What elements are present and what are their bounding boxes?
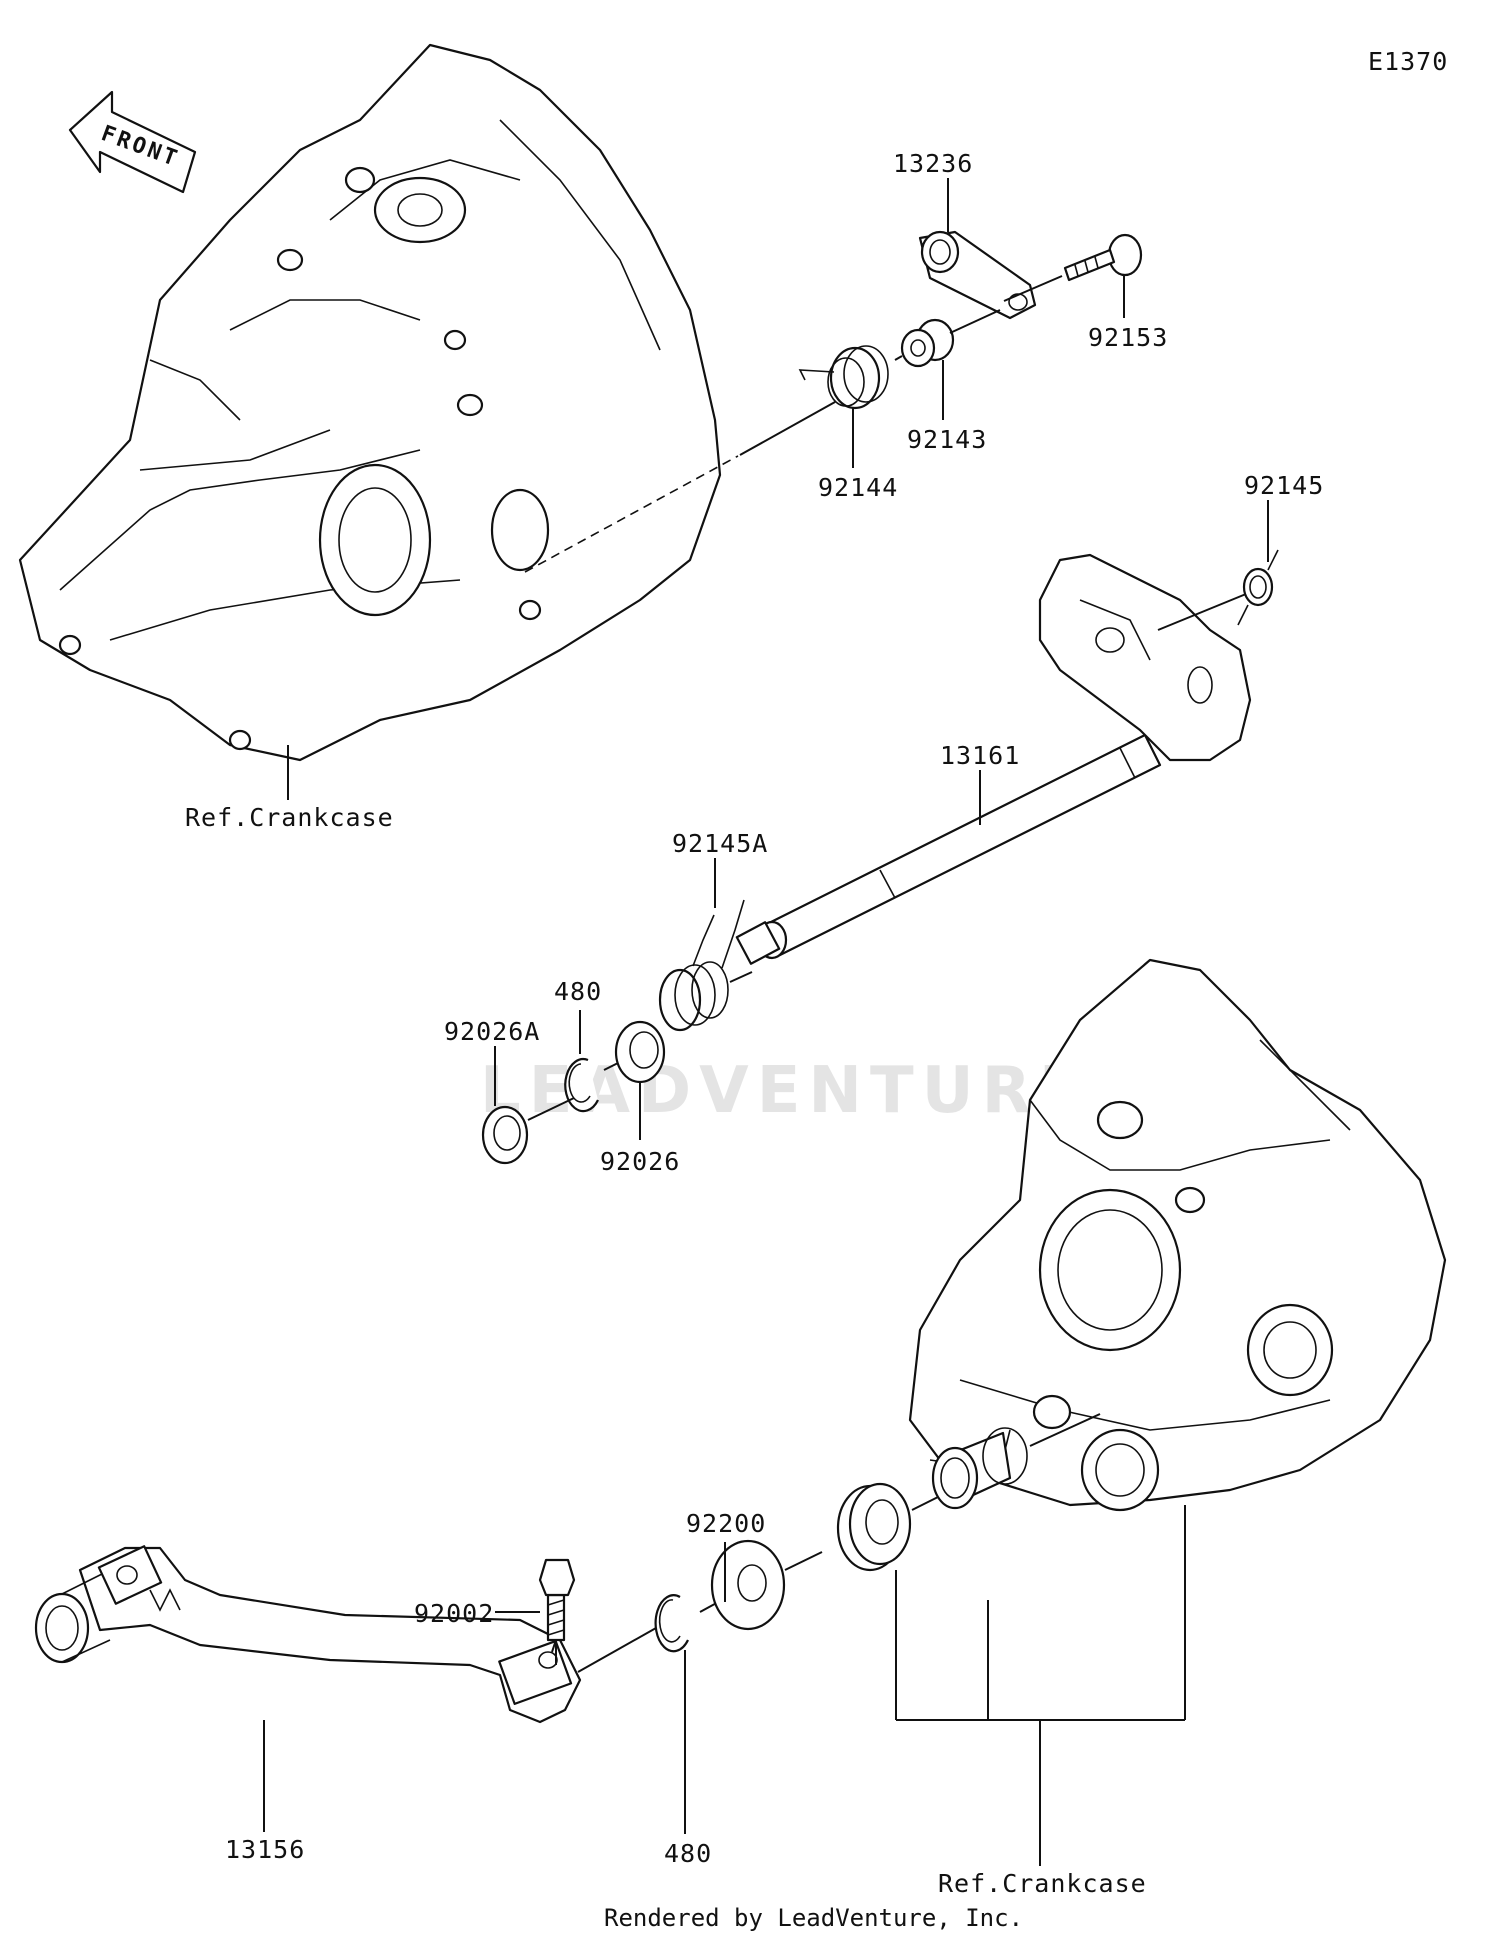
front-direction-arrow: FRONT <box>68 90 197 194</box>
label-92200: 92200 <box>686 1509 766 1538</box>
label-92002: 92002 <box>414 1599 494 1628</box>
label-13236: 13236 <box>893 149 973 178</box>
label-92153: 92153 <box>1088 323 1168 352</box>
shaft-axis <box>524 455 739 573</box>
label-480-upper: 480 <box>554 977 602 1006</box>
footer-credit: Rendered by LeadVenture, Inc. <box>604 1904 1023 1932</box>
label-ref-crankcase-upper: Ref.Crankcase <box>185 803 394 832</box>
part-labels: 13236 92153 92143 92144 92145 13161 9214… <box>185 149 1324 1898</box>
shift-shaft-13161 <box>735 553 1252 965</box>
parts-bottom <box>34 1413 1101 1724</box>
label-92143: 92143 <box>907 425 987 454</box>
crankcase-left-drawing <box>18 43 739 762</box>
parts-upper <box>739 230 1143 456</box>
crankcase-right-drawing <box>908 958 1447 1512</box>
leader-lines <box>263 178 1269 1866</box>
label-13156: 13156 <box>225 1835 305 1864</box>
parts-middle-left <box>481 899 753 1165</box>
label-92145A: 92145A <box>672 829 768 858</box>
diagram-code: E1370 <box>1368 47 1448 76</box>
label-92026: 92026 <box>600 1147 680 1176</box>
label-92144: 92144 <box>818 473 898 502</box>
label-480-lower: 480 <box>664 1839 712 1868</box>
label-92026A: 92026A <box>444 1017 540 1046</box>
label-13161: 13161 <box>940 741 1020 770</box>
label-ref-crankcase-lower: Ref.Crankcase <box>938 1869 1147 1898</box>
label-92145: 92145 <box>1244 471 1324 500</box>
spring-92145 <box>1157 549 1279 631</box>
